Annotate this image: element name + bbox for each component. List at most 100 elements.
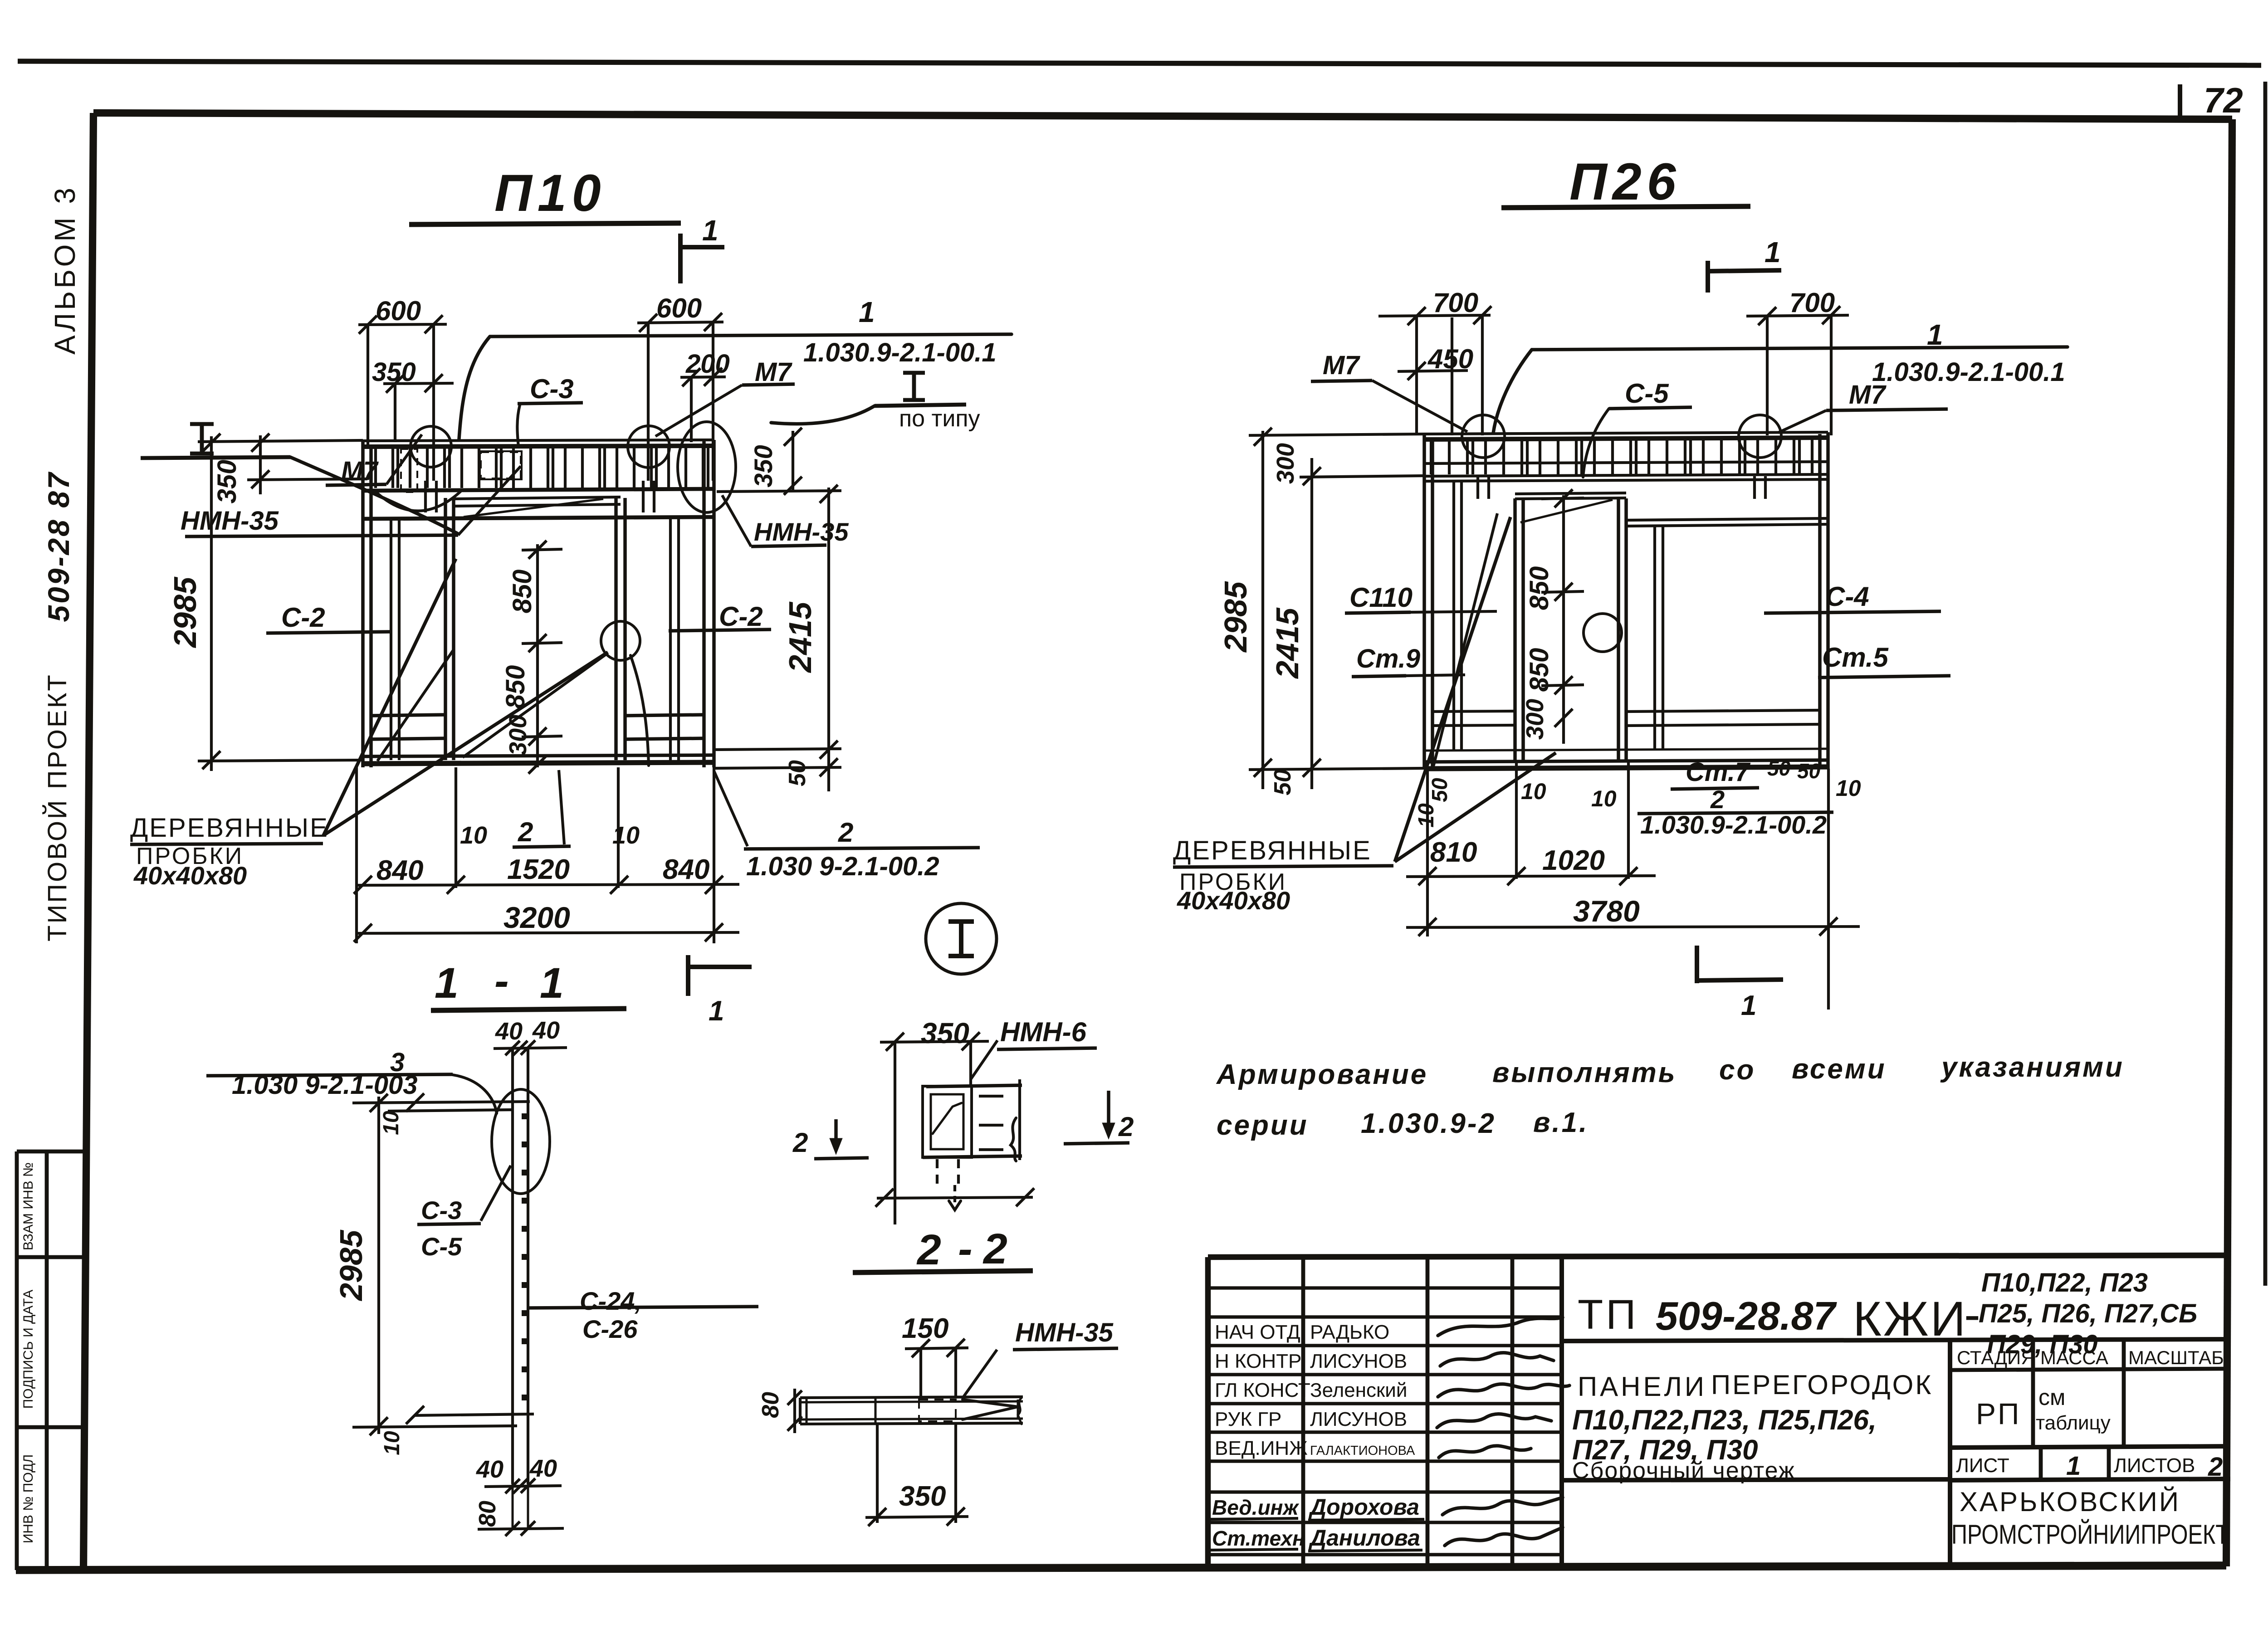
- svg-text:со: со: [1719, 1054, 1755, 1086]
- svg-text:1: 1: [2066, 1451, 2081, 1481]
- svg-text:2: 2: [792, 1127, 808, 1158]
- svg-text:50: 50: [1767, 756, 1791, 780]
- svg-text:ВЕД.ИНЖ: ВЕД.ИНЖ: [1215, 1437, 1308, 1459]
- svg-text:1020: 1020: [1542, 845, 1605, 876]
- svg-text:840: 840: [376, 855, 423, 886]
- svg-text:50: 50: [784, 760, 811, 786]
- svg-text:1: 1: [1741, 990, 1756, 1021]
- svg-text:2: 2: [1710, 785, 1725, 814]
- svg-text:указаниями: указаниями: [1940, 1052, 2124, 1083]
- svg-text:10: 10: [612, 822, 640, 849]
- svg-text:Армирование: Армирование: [1216, 1059, 1428, 1090]
- svg-text:50: 50: [1270, 769, 1296, 795]
- svg-text:700: 700: [1789, 288, 1835, 318]
- svg-text:1: 1: [709, 995, 724, 1027]
- svg-text:АЛЬБОМ 3: АЛЬБОМ 3: [49, 185, 81, 355]
- svg-text:350: 350: [921, 1017, 969, 1049]
- svg-text:Вед.инж: Вед.инж: [1212, 1496, 1299, 1519]
- svg-text:МАСШТАБ: МАСШТАБ: [2128, 1347, 2224, 1368]
- svg-text:М7: М7: [1849, 380, 1887, 410]
- svg-text:выполнять: выполнять: [1492, 1057, 1677, 1088]
- svg-text:40х40х80: 40х40х80: [1177, 886, 1290, 915]
- svg-text:40: 40: [529, 1455, 557, 1482]
- svg-text:10: 10: [380, 1431, 404, 1455]
- svg-text:850: 850: [501, 665, 530, 709]
- svg-text:НАЧ ОТД: НАЧ ОТД: [1215, 1321, 1300, 1343]
- svg-text:350: 350: [372, 357, 416, 387]
- svg-text:Ст.9: Ст.9: [1356, 644, 1420, 673]
- svg-text:1: 1: [1927, 318, 1943, 351]
- svg-text:ПРОМСТРОЙНИИПРОЕКТ: ПРОМСТРОЙНИИПРОЕКТ: [1951, 1519, 2229, 1550]
- svg-text:ДЕРЕВЯННЫЕ: ДЕРЕВЯННЫЕ: [130, 813, 329, 843]
- svg-text:Данилова: Данилова: [1308, 1525, 1420, 1551]
- svg-text:С-2: С-2: [719, 601, 763, 632]
- svg-text:С-4: С-4: [1825, 581, 1869, 612]
- svg-text:2: 2: [518, 817, 533, 847]
- svg-text:2985: 2985: [333, 1229, 369, 1302]
- svg-text:40: 40: [495, 1018, 523, 1045]
- svg-text:10: 10: [1591, 786, 1617, 811]
- svg-text:П29, П30: П29, П30: [1987, 1330, 2098, 1359]
- svg-text:ЛИСТОВ: ЛИСТОВ: [2114, 1454, 2195, 1477]
- svg-text:300: 300: [1272, 443, 1299, 484]
- svg-text:2: 2: [982, 1225, 1007, 1273]
- svg-text:ГЛ КОНСТ: ГЛ КОНСТ: [1215, 1379, 1310, 1401]
- svg-text:ПАНЕЛИ: ПАНЕЛИ: [1578, 1371, 1707, 1402]
- svg-text:С-3: С-3: [530, 374, 574, 404]
- svg-text:М7: М7: [1323, 351, 1360, 380]
- svg-text:С-5: С-5: [421, 1232, 462, 1261]
- svg-text:2985: 2985: [1218, 581, 1253, 653]
- svg-text:серии: серии: [1217, 1110, 1309, 1141]
- svg-text:ЛИСТ: ЛИСТ: [1956, 1454, 2009, 1477]
- svg-text:10: 10: [379, 1111, 403, 1135]
- svg-text:ИНВ № ПОДЛ: ИНВ № ПОДЛ: [21, 1454, 36, 1543]
- svg-text:ГАЛАКТИОНОВА: ГАЛАКТИОНОВА: [1310, 1444, 1415, 1458]
- svg-text:С110: С110: [1349, 582, 1413, 613]
- svg-text:С-3: С-3: [421, 1196, 462, 1224]
- svg-text:3: 3: [390, 1048, 405, 1077]
- svg-text:350: 350: [212, 460, 242, 504]
- svg-text:350: 350: [899, 1481, 946, 1512]
- svg-text:по типу: по типу: [899, 405, 980, 432]
- svg-text:850: 850: [1525, 566, 1554, 610]
- svg-text:40: 40: [532, 1017, 560, 1044]
- svg-text:П27, П29, П30: П27, П29, П30: [1572, 1434, 1758, 1466]
- svg-text:3200: 3200: [503, 901, 570, 934]
- svg-text:2415: 2415: [782, 601, 818, 673]
- svg-text:С-2: С-2: [281, 602, 325, 633]
- svg-text:1520: 1520: [507, 854, 570, 885]
- svg-text:40: 40: [476, 1456, 503, 1483]
- svg-text:10: 10: [1521, 779, 1546, 804]
- svg-text:М7: М7: [341, 456, 379, 486]
- svg-text:МАССА: МАССА: [2040, 1347, 2108, 1368]
- svg-text:-: -: [1964, 1287, 1980, 1341]
- svg-text:1.030 9-2.1-00.2: 1.030 9-2.1-00.2: [746, 852, 939, 881]
- svg-text:РП: РП: [1976, 1397, 2021, 1430]
- svg-text:1: 1: [1765, 236, 1781, 268]
- svg-text:см: см: [2038, 1385, 2065, 1410]
- svg-text:ПЕРЕГОРОДОК: ПЕРЕГОРОДОК: [1711, 1370, 1933, 1400]
- svg-text:1.030.9-2: 1.030.9-2: [1361, 1108, 1496, 1139]
- svg-text:600: 600: [656, 293, 702, 323]
- svg-text:450: 450: [1427, 344, 1473, 374]
- svg-text:40х40х80: 40х40х80: [133, 861, 247, 890]
- svg-text:РУК ГР: РУК ГР: [1215, 1408, 1281, 1430]
- svg-text:таблицу: таблицу: [2036, 1412, 2111, 1434]
- svg-text:Зеленский: Зеленский: [1310, 1379, 1407, 1401]
- svg-text:72: 72: [2204, 80, 2243, 120]
- svg-text:П10,П22,П23, П25,П26,: П10,П22,П23, П25,П26,: [1572, 1405, 1877, 1436]
- svg-text:ПРОБКИ: ПРОБКИ: [1179, 869, 1287, 895]
- svg-text:П10: П10: [494, 164, 606, 222]
- svg-text:РАДЬКО: РАДЬКО: [1310, 1321, 1389, 1343]
- svg-text:2: 2: [838, 817, 853, 848]
- svg-text:150: 150: [902, 1313, 948, 1344]
- svg-text:850: 850: [1525, 648, 1554, 692]
- svg-text:850: 850: [508, 570, 537, 614]
- svg-text:Дорохова: Дорохова: [1308, 1494, 1419, 1520]
- svg-text:в.1.: в.1.: [1533, 1107, 1589, 1138]
- svg-text:1: 1: [435, 959, 459, 1007]
- svg-text:10: 10: [460, 822, 487, 849]
- svg-text:НМН-35: НМН-35: [181, 506, 279, 536]
- svg-text:1.030 9-2.1-003: 1.030 9-2.1-003: [232, 1070, 418, 1100]
- svg-text:600: 600: [376, 296, 421, 326]
